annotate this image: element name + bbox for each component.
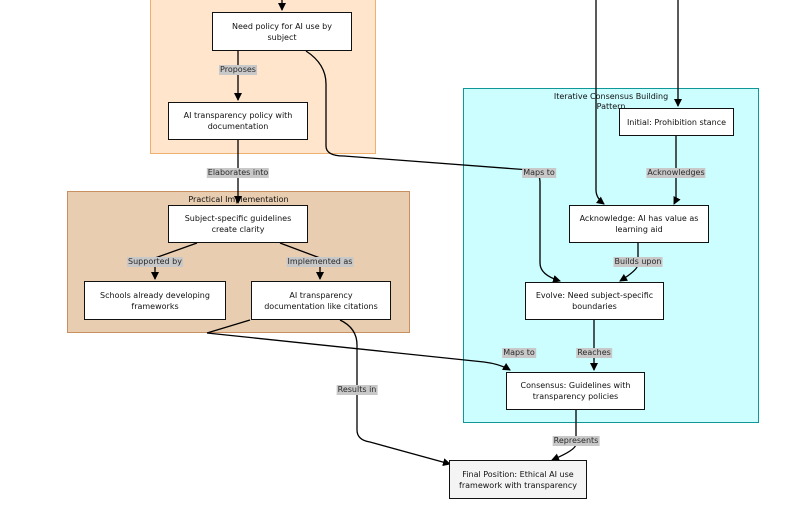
edge-label-supported-by: Supported by [127,257,183,267]
node-consensus[interactable]: Consensus: Guidelines with transparency … [506,372,645,410]
node-subject-guidelines-label: Subject-specific guidelines create clari… [184,214,292,234]
edge-label-represents: Represents [552,436,600,446]
edge-label-implemented-as: Implemented as [286,257,354,267]
node-acknowledge-value[interactable]: Acknowledge: AI has value as learning ai… [569,205,709,243]
node-evolve-boundaries-label: Evolve: Need subject-specific boundaries [535,291,654,311]
edge-maps-to-1 [305,50,561,283]
edge-results-in [206,319,450,464]
edge-label-acknowledges: Acknowledges [646,168,706,178]
edge-left-to-acknowledge [595,0,605,205]
edge-label-maps-to-2: Maps to [502,348,536,358]
node-ai-transparency-doc-label: AI transparency documentation like citat… [264,290,378,311]
iterative-consensus-title: Iterative Consensus Building Pattern [553,92,669,111]
edge-label-elaborates-into: Elaborates into [206,168,270,178]
edge-label-builds-upon: Builds upon [613,257,663,267]
node-initial-prohibition[interactable]: Initial: Prohibition stance [619,108,734,136]
node-final-position-label: Final Position: Ethical AI use framework… [459,469,577,490]
edge-maps-to-2 [206,332,511,371]
node-consensus-label: Consensus: Guidelines with transparency … [520,381,631,401]
edge-label-results-in: Results in [336,385,378,395]
iterative-consensus-cluster: Iterative Consensus Building Pattern [463,88,759,423]
edge-acknowledges [673,136,681,205]
node-need-policy[interactable]: Need policy for AI use by subject [212,12,352,51]
node-subject-guidelines[interactable]: Subject-specific guidelines create clari… [168,205,308,243]
node-need-policy-label: Need policy for AI use by subject [232,21,332,42]
node-evolve-boundaries[interactable]: Evolve: Need subject-specific boundaries [525,282,664,320]
node-final-position[interactable]: Final Position: Ethical AI use framework… [449,460,587,499]
node-ai-transparency-policy-label: AI transparency policy with documentatio… [183,111,293,131]
edge-label-maps-to-1: Maps to [522,168,556,178]
node-schools-developing-label: Schools already developing frameworks [100,290,210,311]
node-acknowledge-value-label: Acknowledge: AI has value as learning ai… [579,214,699,234]
edge-represents [551,410,577,461]
node-ai-transparency-doc[interactable]: AI transparency documentation like citat… [251,281,391,320]
edge-label-reaches: Reaches [576,348,612,358]
node-initial-prohibition-label: Initial: Prohibition stance [626,117,727,127]
edge-label-proposes: Proposes [219,65,257,75]
node-ai-transparency-policy[interactable]: AI transparency policy with documentatio… [168,102,308,140]
node-schools-developing[interactable]: Schools already developing frameworks [84,281,226,320]
